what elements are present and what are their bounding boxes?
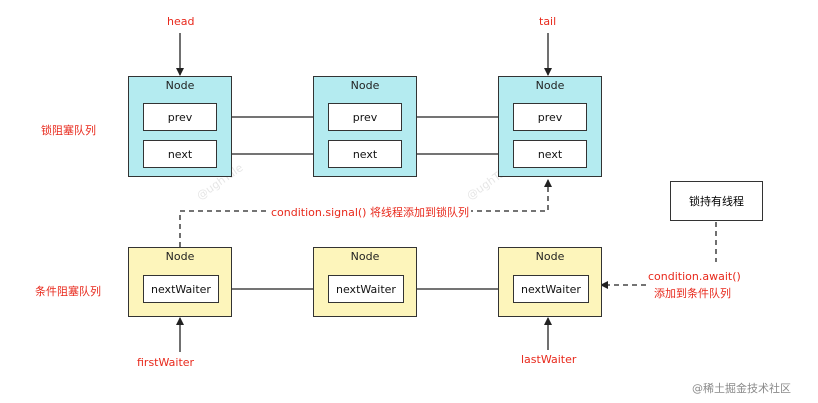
prev-field: prev bbox=[328, 103, 402, 131]
await-label-line2: 添加到条件队列 bbox=[654, 287, 731, 300]
head-label: head bbox=[167, 15, 195, 28]
lock-node-2: Node prev next bbox=[313, 76, 417, 177]
node-title: Node bbox=[535, 79, 565, 92]
lock-owner-box: 锁持有线程 bbox=[670, 181, 763, 221]
lock-node-1: Node prev next bbox=[128, 76, 232, 177]
next-field: next bbox=[513, 140, 587, 168]
next-waiter-field: nextWaiter bbox=[143, 275, 219, 303]
node-title: Node bbox=[535, 250, 565, 263]
condition-node-1: Node nextWaiter bbox=[128, 247, 232, 317]
node-title: Node bbox=[350, 250, 380, 263]
condition-queue-label: 条件阻塞队列 bbox=[35, 285, 101, 298]
watermark: @稀土掘金技术社区 bbox=[692, 382, 791, 395]
tail-label: tail bbox=[539, 15, 557, 28]
signal-label: condition.signal() 将线程添加到锁队列 bbox=[269, 204, 471, 220]
await-label-line1: condition.await() bbox=[648, 270, 741, 283]
lock-queue-label: 锁阻塞队列 bbox=[41, 124, 96, 137]
first-waiter-label: firstWaiter bbox=[137, 356, 195, 369]
next-waiter-field: nextWaiter bbox=[328, 275, 404, 303]
next-field: next bbox=[143, 140, 217, 168]
next-waiter-field: nextWaiter bbox=[513, 275, 589, 303]
last-waiter-label: lastWaiter bbox=[521, 353, 577, 366]
prev-field: prev bbox=[513, 103, 587, 131]
node-title: Node bbox=[165, 250, 195, 263]
lock-node-3: Node prev next bbox=[498, 76, 602, 177]
prev-field: prev bbox=[143, 103, 217, 131]
condition-node-3: Node nextWaiter bbox=[498, 247, 602, 317]
node-title: Node bbox=[165, 79, 195, 92]
condition-node-2: Node nextWaiter bbox=[313, 247, 417, 317]
node-title: Node bbox=[350, 79, 380, 92]
next-field: next bbox=[328, 140, 402, 168]
